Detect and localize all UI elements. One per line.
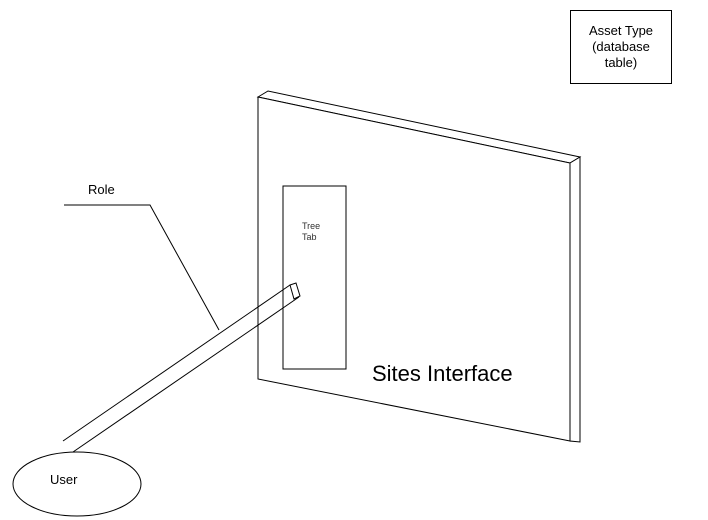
- sites-interface-label: Sites Interface: [372, 361, 513, 386]
- role-leader-line: [64, 204, 220, 331]
- tree-tab-label: Tree Tab: [302, 221, 321, 242]
- role-label: Role: [88, 182, 115, 197]
- connector-upper-edge: [62, 284, 291, 442]
- connector-lower-edge: [72, 296, 300, 453]
- user-label: User: [50, 472, 78, 487]
- panel-side-edge: [569, 156, 581, 443]
- asset-type-box: Asset Type (database table): [570, 10, 672, 84]
- tree-tab-box: [282, 185, 347, 370]
- asset-type-label: Asset Type (database table): [588, 23, 654, 70]
- role-connector: [62, 282, 301, 453]
- connector-tip: [289, 282, 301, 300]
- user-ellipse: [12, 451, 142, 517]
